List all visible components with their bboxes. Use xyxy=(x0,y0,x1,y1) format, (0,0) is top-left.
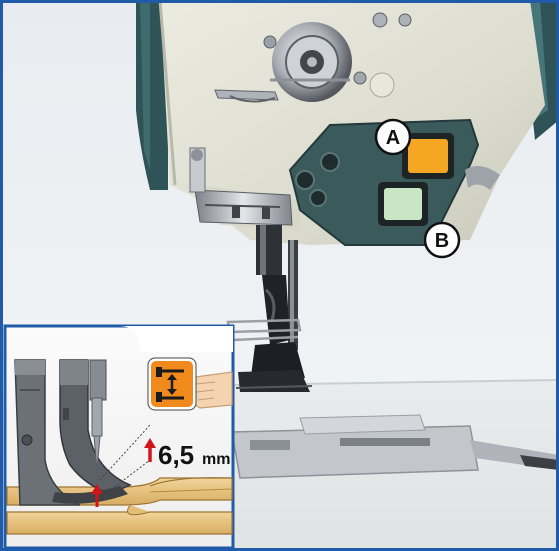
sewing-table xyxy=(229,379,559,551)
presser-foot-assembly xyxy=(189,147,313,392)
lift-arrows xyxy=(91,438,156,507)
presser-foot-lift-icon xyxy=(147,357,197,411)
callout-a: A xyxy=(374,118,412,156)
lift-height-value: 6,5 xyxy=(158,440,194,470)
tension-wheel xyxy=(270,22,352,102)
inset-left-foot xyxy=(14,359,81,506)
panel-button-b[interactable] xyxy=(378,182,428,226)
callout-a-label: A xyxy=(386,127,400,149)
inset-diagram: 6,5 mm xyxy=(3,324,235,550)
panel-button-a[interactable] xyxy=(402,133,454,179)
callout-b: B xyxy=(423,221,461,259)
panel-button-b-face xyxy=(384,188,422,220)
lift-height-unit: mm xyxy=(202,451,230,468)
panel-button-a-face xyxy=(408,139,448,173)
callout-b-label: B xyxy=(435,230,449,252)
inset-needle xyxy=(89,359,107,471)
